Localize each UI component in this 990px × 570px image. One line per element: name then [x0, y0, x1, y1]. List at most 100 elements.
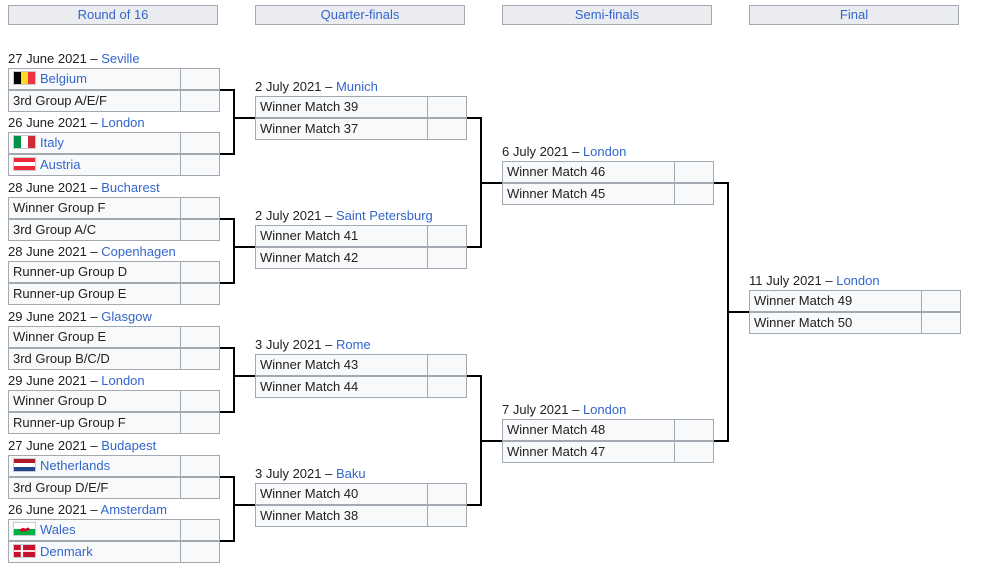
- team-row: Winner Match 40: [255, 483, 467, 505]
- team-name: Winner Match 41: [256, 226, 358, 246]
- team-row: Winner Match 45: [502, 183, 714, 205]
- match-date-location: 26 June 2021 – London: [8, 115, 145, 131]
- team-row: Winner Group F: [8, 197, 220, 219]
- bracket-connector: [233, 476, 235, 542]
- team-row: Netherlands: [8, 455, 220, 477]
- team-link-italy[interactable]: Italy: [9, 133, 64, 153]
- match-date-location: 7 July 2021 – London: [502, 402, 626, 418]
- team-name: 3rd Group B/C/D: [9, 349, 110, 369]
- venue-link[interactable]: Baku: [335, 466, 366, 481]
- score-cell: [180, 541, 220, 563]
- bracket-connector: [234, 246, 255, 248]
- team-name: Winner Group E: [9, 327, 106, 347]
- team-name-text: Italy: [40, 135, 64, 150]
- match-date: 28 June 2021 –: [8, 180, 102, 195]
- italy-flag-icon: [13, 135, 36, 149]
- team-row: Winner Match 48: [502, 419, 714, 441]
- bracket-connector: [220, 218, 234, 220]
- austria-flag-icon: [13, 157, 36, 171]
- team-name: Runner-up Group F: [9, 413, 126, 433]
- venue-link[interactable]: Glasgow: [101, 309, 152, 324]
- team-row: Winner Match 43: [255, 354, 467, 376]
- venue-link[interactable]: Saint Petersburg: [335, 208, 433, 223]
- venue-link[interactable]: Budapest: [101, 438, 157, 453]
- team-name: Winner Group F: [9, 198, 105, 218]
- belgium-flag-icon: [13, 71, 36, 85]
- team-name-text: Wales: [40, 522, 76, 537]
- match-date: 29 June 2021 –: [8, 373, 102, 388]
- bracket-connector: [714, 182, 728, 184]
- score-cell: [180, 197, 220, 219]
- score-cell: [180, 348, 220, 370]
- match-date-location: 6 July 2021 – London: [502, 144, 626, 160]
- match-date: 11 July 2021 –: [749, 273, 837, 288]
- venue-link[interactable]: Rome: [335, 337, 371, 352]
- bracket-connector: [714, 440, 728, 442]
- match-date: 2 July 2021 –: [255, 79, 336, 94]
- venue-link[interactable]: London: [101, 115, 145, 130]
- score-cell: [921, 290, 961, 312]
- team-name-text: Belgium: [40, 71, 87, 86]
- venue-link[interactable]: London: [582, 144, 627, 159]
- team-name: Winner Match 45: [503, 184, 605, 204]
- match-date: 7 July 2021 –: [502, 402, 583, 417]
- bracket-connector: [467, 504, 481, 506]
- team-row: Winner Match 50: [749, 312, 961, 334]
- team-row: 3rd Group B/C/D: [8, 348, 220, 370]
- team-name: Winner Match 38: [256, 506, 358, 526]
- venue-link[interactable]: Bucharest: [101, 180, 160, 195]
- team-name: Winner Match 50: [750, 313, 852, 333]
- bracket-connector: [220, 282, 234, 284]
- team-row: Runner-up Group D: [8, 261, 220, 283]
- round-header-round-of-16[interactable]: Round of 16: [8, 5, 218, 25]
- score-cell: [180, 132, 220, 154]
- venue-link[interactable]: Amsterdam: [100, 502, 167, 517]
- venue-link[interactable]: Munich: [335, 79, 378, 94]
- team-name-text: 3rd Group A/C: [13, 222, 97, 237]
- bracket-connector: [234, 117, 255, 119]
- match-date: 27 June 2021 –: [8, 438, 102, 453]
- team-row: 3rd Group D/E/F: [8, 477, 220, 499]
- team-name-text: Winner Match 38: [260, 508, 359, 523]
- score-cell: [427, 118, 467, 140]
- team-link-austria[interactable]: Austria: [9, 155, 80, 175]
- team-name-text: Winner Match 41: [260, 228, 359, 243]
- team-link-netherlands[interactable]: Netherlands: [9, 456, 110, 476]
- match-date: 6 July 2021 –: [502, 144, 583, 159]
- team-link-belgium[interactable]: Belgium: [9, 69, 87, 89]
- score-cell: [180, 455, 220, 477]
- venue-link[interactable]: London: [582, 402, 627, 417]
- team-row: Runner-up Group F: [8, 412, 220, 434]
- team-row: Runner-up Group E: [8, 283, 220, 305]
- team-name-text: Winner Match 44: [260, 379, 359, 394]
- bracket-connector: [220, 540, 234, 542]
- venue-link[interactable]: London: [101, 373, 145, 388]
- match-date-location: 28 June 2021 – Bucharest: [8, 180, 160, 196]
- score-cell: [427, 225, 467, 247]
- round-header-semi-finals[interactable]: Semi-finals: [502, 5, 712, 25]
- bracket-connector: [481, 440, 502, 442]
- team-name-text: Winner Match 43: [260, 357, 359, 372]
- round-header-final[interactable]: Final: [749, 5, 959, 25]
- bracket-connector: [481, 182, 502, 184]
- team-name-text: 3rd Group B/C/D: [13, 351, 110, 366]
- match-date-location: 3 July 2021 – Rome: [255, 337, 371, 353]
- wales-flag-icon: [13, 522, 36, 536]
- bracket-connector: [234, 504, 255, 506]
- venue-link[interactable]: Seville: [101, 51, 140, 66]
- team-name-text: Runner-up Group D: [13, 264, 128, 279]
- score-cell: [427, 247, 467, 269]
- venue-link[interactable]: Copenhagen: [101, 244, 176, 259]
- team-row: Winner Match 46: [502, 161, 714, 183]
- venue-link[interactable]: London: [836, 273, 880, 288]
- team-name-text: Winner Group E: [13, 329, 107, 344]
- team-name: Winner Match 42: [256, 248, 358, 268]
- team-link-wales[interactable]: Wales: [9, 520, 76, 540]
- team-name: Winner Group D: [9, 391, 107, 411]
- team-name-text: Winner Match 37: [260, 121, 359, 136]
- team-link-denmark[interactable]: Denmark: [9, 542, 93, 562]
- score-cell: [427, 376, 467, 398]
- round-header-quarter-finals[interactable]: Quarter-finals: [255, 5, 465, 25]
- team-row: Winner Match 44: [255, 376, 467, 398]
- team-name-text: Runner-up Group F: [13, 415, 126, 430]
